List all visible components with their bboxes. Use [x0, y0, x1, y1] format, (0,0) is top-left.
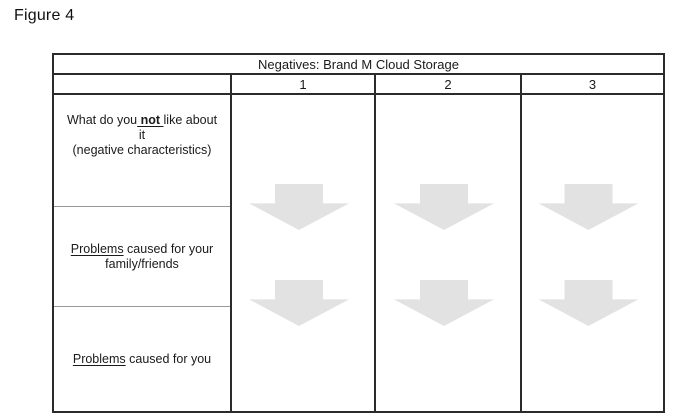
- negatives-table: Negatives: Brand M Cloud Storage 1 2 3 W…: [52, 53, 665, 413]
- figure-label: Figure 4: [14, 7, 75, 24]
- row-label-line-2: (negative characteristics): [72, 143, 212, 157]
- row-label-text: caused for your: [123, 241, 214, 256]
- column-header-2: 2: [374, 75, 520, 95]
- row-label-text: What do you: [66, 113, 138, 127]
- row-label-emphasized-text: not: [137, 113, 164, 127]
- down-arrow-icon: [538, 184, 639, 230]
- answer-column-3: [520, 95, 663, 411]
- column-header-3-label: 3: [588, 76, 597, 92]
- column-header-3: 3: [520, 75, 663, 95]
- column-header-1: 1: [230, 75, 374, 95]
- column-header-blank: [54, 75, 230, 95]
- answer-column-2: [374, 95, 520, 411]
- column-header-2-label: 2: [444, 76, 452, 92]
- row-label-negative-characteristics: What do you not like about it (negative …: [54, 95, 230, 207]
- down-arrow-icon: [249, 184, 349, 230]
- row-label-line-2: family/friends: [105, 256, 179, 271]
- row-label-line-1: What do you not like about it: [64, 113, 220, 143]
- down-arrow-icon: [538, 280, 639, 326]
- row-label-text: like about it: [138, 113, 218, 142]
- down-arrow-icon: [394, 184, 494, 230]
- row-label-line-1: Problems caused for you: [73, 352, 211, 367]
- table-title: Negatives: Brand M Cloud Storage: [258, 56, 459, 72]
- answer-column-1: [230, 95, 374, 411]
- down-arrow-icon: [249, 280, 349, 326]
- row-label-underlined-text: Problems: [72, 351, 126, 366]
- row-label-problems-you: Problems caused for you: [54, 307, 230, 411]
- row-label-underlined-text: Problems: [70, 241, 124, 256]
- row-label-line-1: Problems caused for your: [71, 242, 213, 257]
- table-title-cell: Negatives: Brand M Cloud Storage: [54, 55, 663, 75]
- column-header-1-label: 1: [299, 76, 307, 92]
- down-arrow-icon: [394, 280, 494, 326]
- row-label-text: caused for you: [125, 351, 212, 366]
- row-label-problems-family-friends: Problems caused for your family/friends: [54, 207, 230, 307]
